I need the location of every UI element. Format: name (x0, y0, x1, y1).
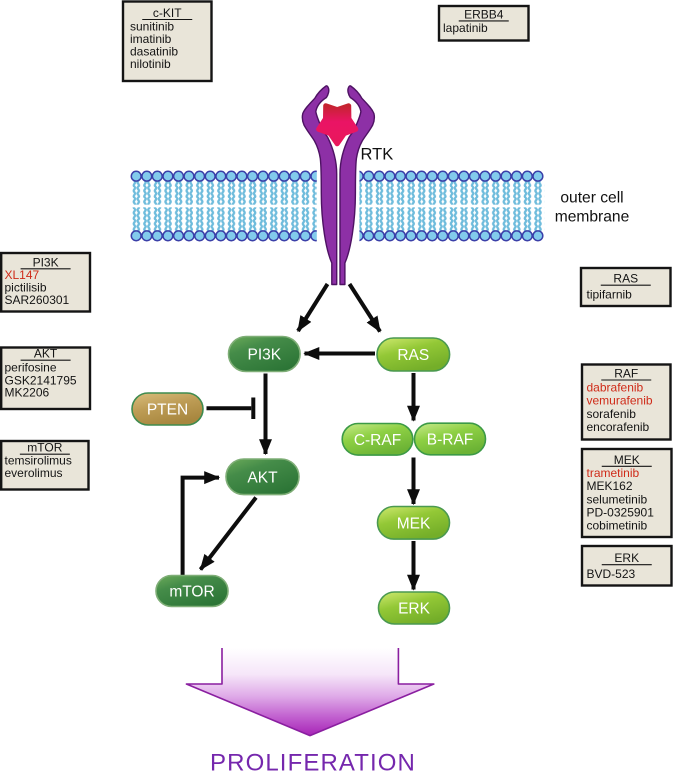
svg-text:dabrafenib: dabrafenib (587, 380, 644, 394)
svg-text:B-RAF: B-RAF (427, 432, 474, 449)
svg-text:RAS: RAS (397, 347, 429, 364)
svg-text:AKT: AKT (34, 347, 58, 361)
svg-text:temsirolimus: temsirolimus (5, 453, 72, 467)
svg-text:lapatinib: lapatinib (443, 21, 488, 35)
svg-text:selumetinib: selumetinib (587, 492, 648, 506)
svg-text:AKT: AKT (247, 469, 278, 486)
svg-text:mTOR: mTOR (169, 584, 214, 601)
svg-text:sorafenib: sorafenib (587, 407, 637, 421)
svg-text:imatinib: imatinib (130, 32, 172, 46)
svg-text:ERBB4: ERBB4 (464, 7, 504, 21)
svg-text:MEK: MEK (614, 453, 640, 467)
svg-text:ERK: ERK (614, 551, 639, 565)
svg-text:PI3K: PI3K (33, 255, 59, 269)
svg-text:RAF: RAF (614, 367, 638, 381)
svg-text:vemurafenib: vemurafenib (587, 394, 653, 408)
svg-text:PD-0325901: PD-0325901 (587, 505, 655, 519)
svg-text:outer cell: outer cell (560, 190, 623, 207)
svg-text:encorafenib: encorafenib (587, 420, 650, 434)
svg-text:SAR260301: SAR260301 (5, 293, 70, 307)
svg-text:mTOR: mTOR (27, 441, 62, 455)
svg-text:dasatinib: dasatinib (130, 45, 178, 59)
svg-text:trametinib: trametinib (587, 466, 640, 480)
svg-text:pictilisib: pictilisib (5, 281, 47, 295)
svg-text:everolimus: everolimus (5, 466, 63, 480)
svg-text:ERK: ERK (398, 601, 431, 618)
svg-text:BVD-523: BVD-523 (587, 567, 636, 581)
svg-text:cobimetinib: cobimetinib (587, 518, 648, 532)
svg-text:GSK2141795: GSK2141795 (5, 373, 77, 387)
svg-text:PTEN: PTEN (147, 402, 188, 419)
svg-text:MEK: MEK (397, 515, 431, 532)
svg-text:MK2206: MK2206 (5, 386, 50, 400)
svg-text:XL147: XL147 (5, 268, 40, 282)
svg-text:sunitinib: sunitinib (130, 19, 174, 33)
svg-text:membrane: membrane (555, 209, 630, 226)
svg-text:tipifarnib: tipifarnib (587, 287, 633, 301)
svg-text:C-RAF: C-RAF (354, 432, 401, 449)
svg-text:MEK162: MEK162 (587, 479, 633, 493)
svg-text:RTK: RTK (361, 146, 394, 164)
svg-text:nilotinib: nilotinib (130, 57, 171, 71)
svg-text:PROLIFERATION: PROLIFERATION (210, 750, 416, 777)
svg-text:RAS: RAS (613, 272, 638, 286)
svg-text:PI3K: PI3K (247, 347, 281, 364)
svg-text:perifosine: perifosine (5, 361, 57, 375)
svg-text:c-KIT: c-KIT (153, 6, 182, 20)
